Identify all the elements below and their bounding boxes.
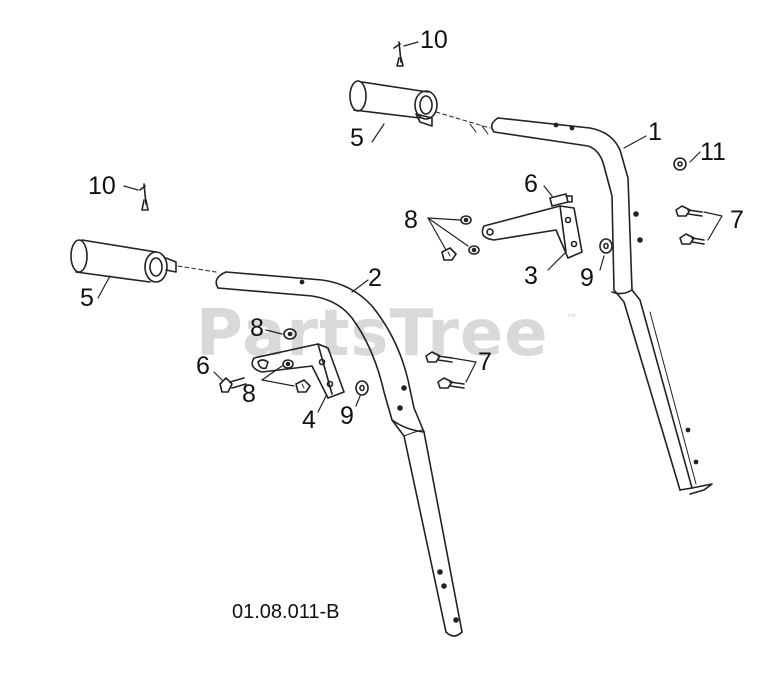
callout-9-right: 9 xyxy=(580,264,594,292)
callout-7-left: 7 xyxy=(478,348,492,376)
bolt-right-6 xyxy=(549,193,573,207)
callout-7-right: 7 xyxy=(730,206,744,234)
nut-right-8 xyxy=(427,215,480,261)
grip-right xyxy=(349,80,491,135)
pin-right xyxy=(393,41,404,67)
bolt-left-6 xyxy=(219,377,247,393)
grip-left xyxy=(70,239,217,283)
callout-11: 11 xyxy=(700,138,726,166)
callout-6-right: 6 xyxy=(524,170,538,198)
callout-5-right: 5 xyxy=(350,124,364,152)
callout-10-right: 10 xyxy=(420,26,448,54)
callout-10-left: 10 xyxy=(88,172,116,200)
callout-8-left-bottom: 8 xyxy=(242,380,256,408)
nut-left-8 xyxy=(261,328,311,393)
callout-4: 4 xyxy=(302,406,316,434)
washer-right-9 xyxy=(599,238,613,254)
bolt-right-7 xyxy=(675,205,723,245)
handle-tube-right xyxy=(490,117,713,495)
washer-11 xyxy=(673,157,687,171)
bracket-left xyxy=(251,343,345,399)
callout-6-left: 6 xyxy=(196,352,210,380)
pin-left xyxy=(139,183,149,211)
leader-lines xyxy=(97,41,701,413)
callout-5-left: 5 xyxy=(80,284,94,312)
bolt-left-7 xyxy=(425,351,477,389)
handle-tube-left xyxy=(215,271,463,637)
callout-9-left: 9 xyxy=(340,402,354,430)
washer-left-9 xyxy=(355,380,369,396)
callout-2: 2 xyxy=(368,264,382,292)
drawing-code: 01.08.011-B xyxy=(232,601,340,623)
callout-8-right: 8 xyxy=(404,206,418,234)
watermark-trademark: ™ xyxy=(566,312,577,325)
callout-8-left-top: 8 xyxy=(250,314,264,342)
callout-1: 1 xyxy=(648,118,662,146)
callout-3: 3 xyxy=(524,262,538,290)
bracket-right xyxy=(481,205,583,259)
